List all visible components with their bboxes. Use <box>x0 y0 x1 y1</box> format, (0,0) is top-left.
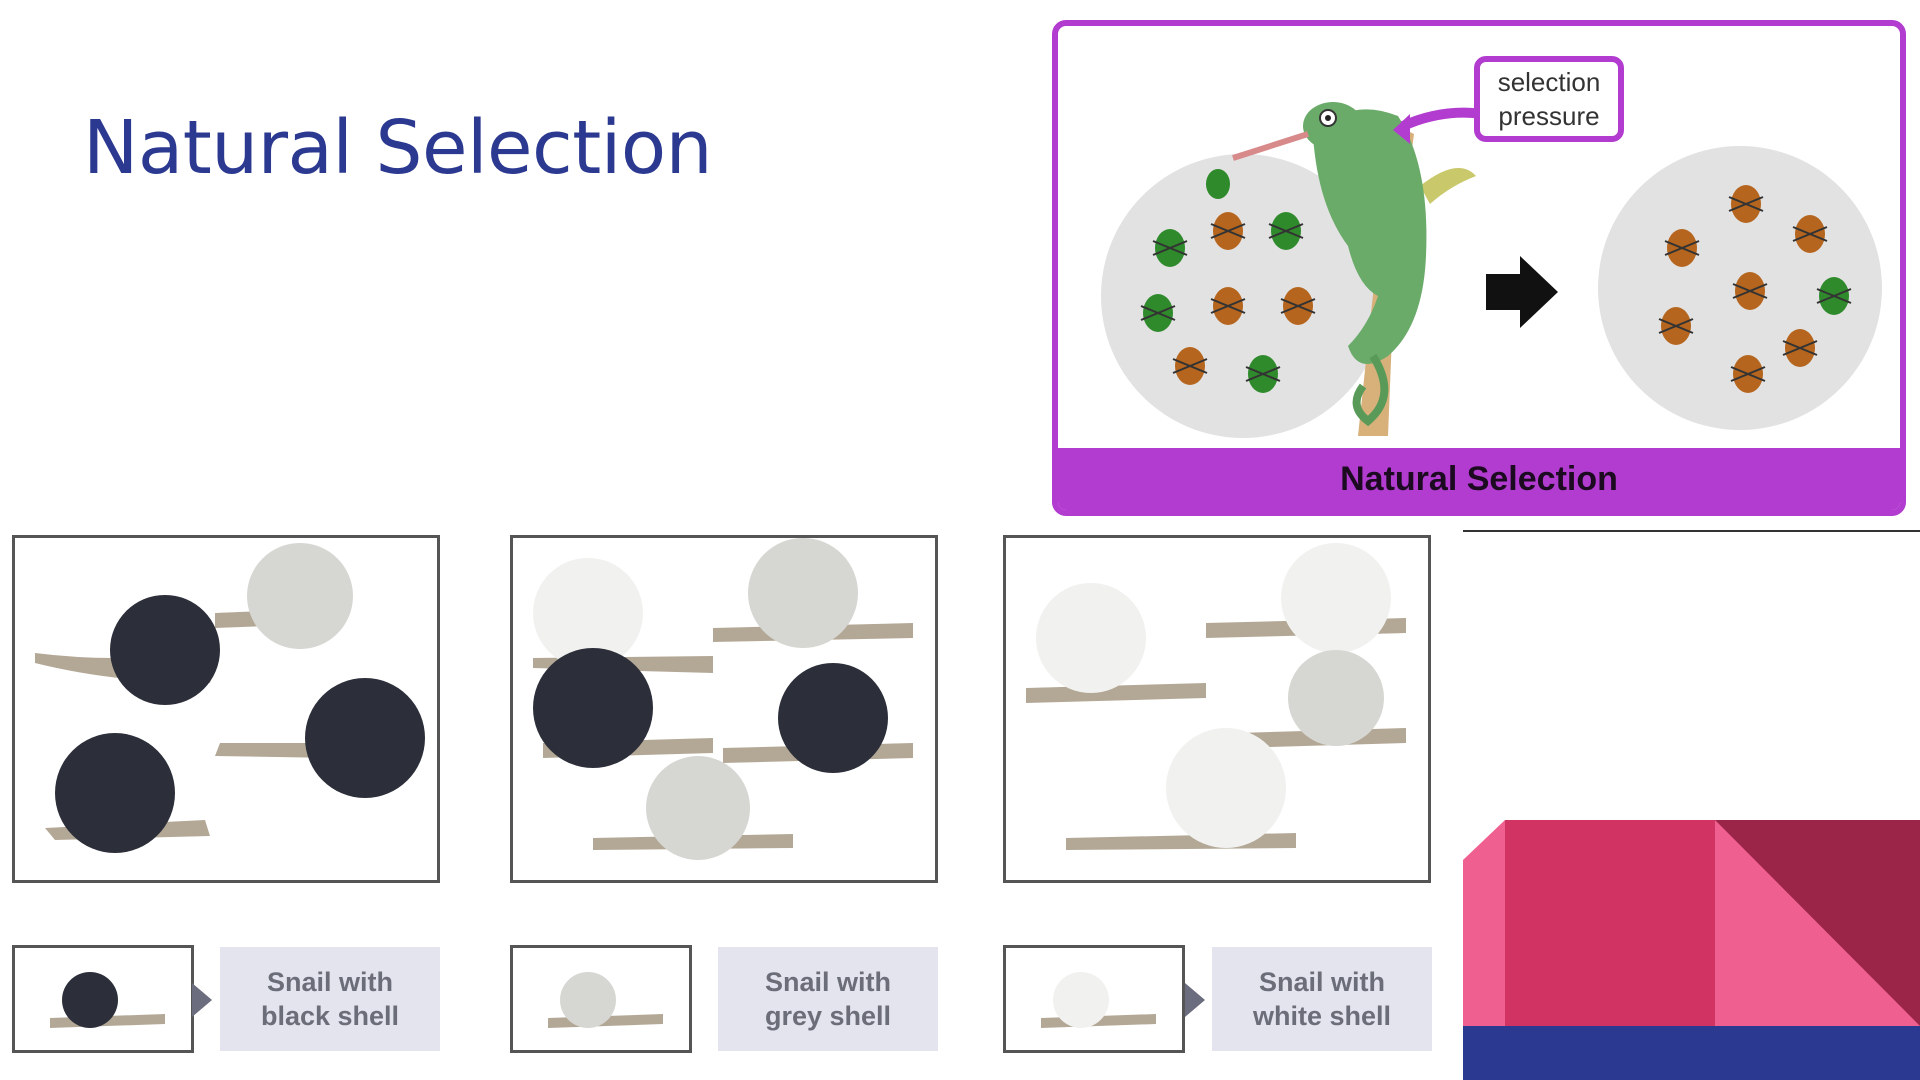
right-arrow-icon <box>1486 256 1558 328</box>
slide-title: Natural Selection <box>83 105 713 191</box>
snail-panel-black <box>12 535 440 883</box>
snail-icon <box>548 972 663 1028</box>
snail-panel-white <box>1003 535 1431 883</box>
pressure-line-2: pressure <box>1498 101 1600 131</box>
snail-icon <box>1041 972 1156 1028</box>
legend-label-white: Snail with white shell <box>1212 947 1432 1051</box>
legend-label-line-1: Snail with <box>1258 967 1385 997</box>
legend-label-line-1: Snail with <box>266 967 393 997</box>
divider-line <box>1463 530 1920 532</box>
legend-label-black: Snail with black shell <box>220 947 440 1051</box>
beetles-left <box>1140 169 1316 393</box>
legend-label-grey: Snail with grey shell <box>718 947 938 1051</box>
snail-panel-grey <box>510 535 938 883</box>
legend-snail-black <box>12 945 194 1053</box>
pressure-line-1: selection <box>1497 67 1601 97</box>
left-population-circle <box>1101 154 1385 438</box>
decorative-corner-shapes <box>1463 820 1920 1080</box>
leaves <box>1420 168 1476 204</box>
legend-label-line-1: Snail with <box>764 967 891 997</box>
natural-selection-diagram: selection pressure Natural Selection <box>1052 20 1906 516</box>
snail-group-illustration <box>533 538 913 860</box>
snail-group-illustration <box>35 543 425 853</box>
snail-group-illustration <box>1026 543 1406 850</box>
legend-snail-grey <box>510 945 692 1053</box>
legend-snail-white <box>1003 945 1185 1053</box>
beetles-right <box>1658 185 1852 393</box>
chameleon-beetles-illustration <box>1101 102 1882 438</box>
chameleon <box>1232 102 1427 427</box>
legend-label-line-2: white shell <box>1252 1001 1392 1031</box>
diagram-banner: Natural Selection <box>1058 448 1900 510</box>
legend-label-line-2: grey shell <box>764 1001 892 1031</box>
legend-label-line-2: black shell <box>260 1001 400 1031</box>
diagram-banner-text: Natural Selection <box>1340 459 1618 498</box>
selection-pressure-callout: selection pressure <box>1474 56 1624 142</box>
pointer-icon <box>192 983 212 1017</box>
pointer-icon <box>1185 983 1205 1017</box>
snail-icon <box>50 972 165 1028</box>
